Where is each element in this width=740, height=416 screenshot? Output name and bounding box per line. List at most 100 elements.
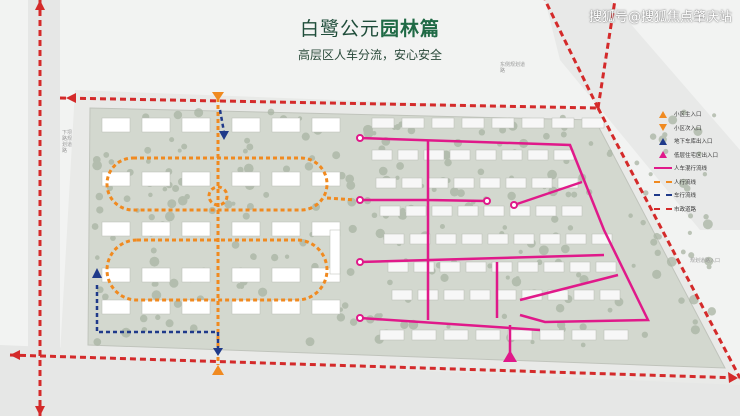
villa-building xyxy=(371,117,395,129)
tree xyxy=(169,278,179,288)
villa-building xyxy=(439,261,461,273)
tree xyxy=(543,132,550,140)
tree xyxy=(246,143,254,151)
garage-markers xyxy=(92,131,229,356)
villa-building xyxy=(383,233,405,245)
northeast-road xyxy=(545,0,740,230)
tree xyxy=(139,314,148,323)
tree xyxy=(336,313,346,322)
tree xyxy=(440,273,449,282)
tree xyxy=(400,207,406,214)
legend-item-main-entrance: 小区主入口 xyxy=(652,108,736,120)
villa-building xyxy=(581,117,605,129)
tree xyxy=(108,159,115,165)
villa-building xyxy=(469,289,491,301)
villa-building xyxy=(427,177,449,189)
high-rise-tower xyxy=(231,117,261,133)
tree xyxy=(155,314,161,321)
mixed-traffic-paths xyxy=(359,136,650,352)
vehicle-paths xyxy=(95,109,226,350)
tree xyxy=(511,277,522,287)
pedestrian-plaza-circle xyxy=(207,185,229,207)
villa-building xyxy=(501,149,523,161)
tree xyxy=(538,245,549,256)
tree xyxy=(387,279,393,286)
municipal-road-north-spur xyxy=(543,0,600,109)
cul-de-sac-node xyxy=(356,314,364,322)
tree xyxy=(579,323,587,331)
villa-building xyxy=(491,261,513,273)
orange-triangle-up-icon xyxy=(659,110,667,118)
tree xyxy=(678,178,689,188)
villa-building xyxy=(409,233,431,245)
tree xyxy=(305,337,315,347)
tree xyxy=(641,331,649,338)
mixed-path-outer xyxy=(359,136,650,324)
tree xyxy=(231,241,240,249)
tree xyxy=(606,150,613,157)
tree xyxy=(103,152,110,158)
villa-building xyxy=(479,177,501,189)
tree xyxy=(152,281,159,287)
high-rise-tower xyxy=(271,117,301,133)
villa-building xyxy=(599,289,621,301)
villa-building xyxy=(513,233,535,245)
pedestrian-connector-east xyxy=(326,196,356,202)
tree xyxy=(707,307,717,316)
tree xyxy=(446,324,451,329)
villa-building xyxy=(531,177,553,189)
villa-building xyxy=(461,117,485,129)
garage-entrance-south-triangle xyxy=(213,348,223,356)
tree xyxy=(231,201,236,206)
tree xyxy=(706,264,712,270)
tree xyxy=(560,131,567,138)
legend-item-secondary-entrance: 小区次入口 xyxy=(652,122,736,134)
tree xyxy=(702,219,713,230)
tree xyxy=(345,174,355,184)
tree xyxy=(678,297,685,304)
villa-building xyxy=(527,149,549,161)
tree xyxy=(680,249,686,255)
tree xyxy=(607,307,613,313)
title-plain-text: 白鹭公元 xyxy=(299,18,380,40)
tree xyxy=(571,191,578,198)
tree xyxy=(681,109,687,116)
tree xyxy=(151,290,162,300)
tree xyxy=(145,159,151,164)
villa-building xyxy=(457,205,479,217)
tree xyxy=(263,191,270,198)
high-rise-tower xyxy=(271,221,301,237)
tree xyxy=(478,129,486,136)
orange-dashed-line-icon xyxy=(654,180,672,183)
tree xyxy=(244,137,251,144)
tree xyxy=(110,235,116,241)
tree xyxy=(444,158,452,167)
high-rise-tower xyxy=(311,299,341,315)
tree xyxy=(656,234,662,240)
pedestrian-paths xyxy=(105,98,356,365)
tree xyxy=(396,162,404,170)
high-rise-tower xyxy=(311,117,341,133)
high-rise-tower xyxy=(181,267,211,283)
low-rise-entrance-triangle xyxy=(503,350,517,362)
villa-building xyxy=(505,177,527,189)
villa-building xyxy=(465,261,487,273)
legend-item-low-rise-entrance: 低层住宅区出入口 xyxy=(652,149,736,161)
tree xyxy=(588,141,594,146)
cul-de-sac-node xyxy=(356,258,364,266)
tree xyxy=(502,225,508,230)
high-rise-tower xyxy=(231,221,261,237)
tree xyxy=(267,108,275,116)
legend-label: 地下车库出入口 xyxy=(674,139,713,145)
tree xyxy=(346,268,355,276)
tree xyxy=(349,318,358,326)
villa-building xyxy=(435,233,457,245)
main-entrance-triangle xyxy=(212,365,224,375)
villa-building xyxy=(571,329,597,341)
tree xyxy=(242,148,248,154)
villa-building xyxy=(495,289,517,301)
tree xyxy=(668,115,678,125)
road-arrow-south-west xyxy=(10,350,20,360)
villa-building xyxy=(517,261,539,273)
tree xyxy=(688,213,694,219)
